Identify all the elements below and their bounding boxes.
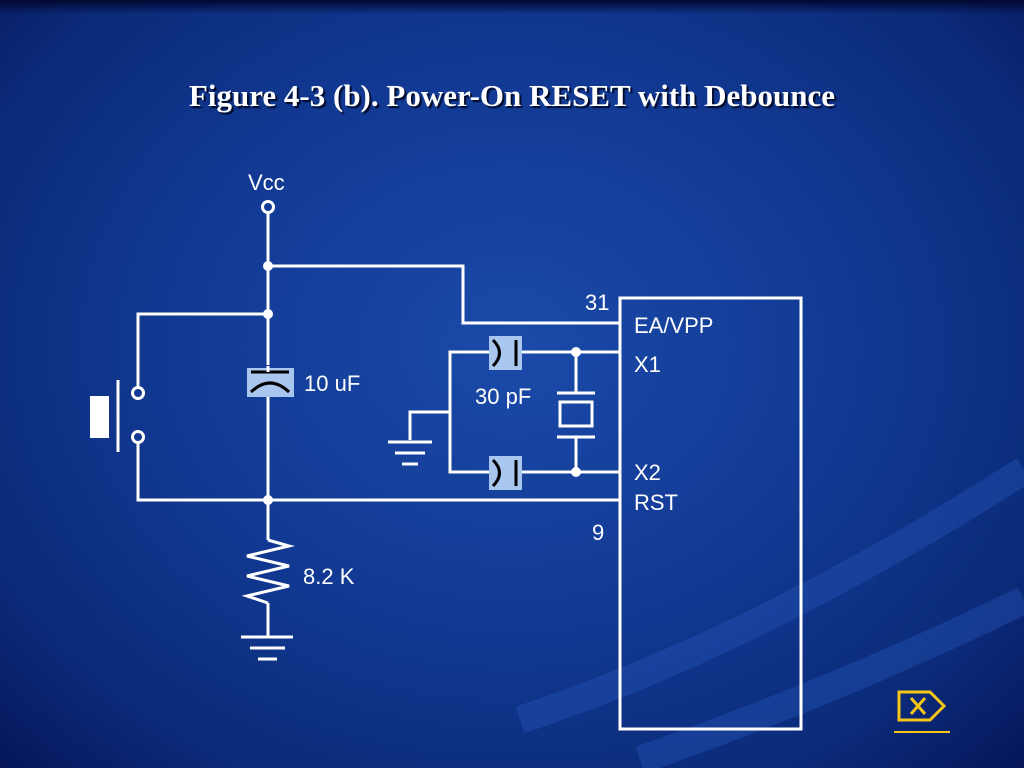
vcc-label: Vcc — [248, 170, 285, 195]
crystal-oscillator — [557, 391, 595, 439]
x2-label: X2 — [634, 460, 661, 485]
crystal-ground-icon — [388, 440, 432, 466]
capacitor-30pf-bottom — [489, 456, 522, 490]
crystal-cap-label: 30 pF — [475, 384, 531, 409]
resistor-label: 8.2 K — [303, 564, 355, 589]
top-band — [0, 0, 1024, 14]
x1-label: X1 — [634, 352, 661, 377]
microcontroller-chip — [618, 296, 803, 731]
capacitor-10uf — [247, 366, 294, 397]
next-slide-icon — [894, 690, 950, 733]
next-slide-button[interactable] — [890, 686, 952, 736]
slide-title: Figure 4-3 (b). Power-On RESET with Debo… — [188, 78, 836, 113]
pushbutton-switch — [90, 380, 145, 452]
rst-label: RST — [634, 490, 678, 515]
ea-vpp-label: EA/VPP — [634, 313, 713, 338]
ea-wire — [268, 264, 620, 325]
crystal-ground-wire — [408, 410, 450, 440]
resistor-ground-icon — [241, 635, 293, 661]
switch-top-wire — [136, 312, 268, 387]
capacitor-30pf-top — [489, 336, 522, 370]
background-swoosh — [515, 458, 1024, 768]
capacitor-label: 10 uF — [304, 371, 360, 396]
resistor-8k2 — [241, 538, 295, 637]
crystal-cap-top-wire — [448, 350, 489, 474]
switch-bottom-wire — [136, 443, 620, 502]
pin9-label: 9 — [592, 520, 604, 545]
pin31-label: 31 — [585, 290, 609, 315]
vcc-terminal — [261, 200, 275, 214]
junction-dots — [263, 261, 581, 505]
